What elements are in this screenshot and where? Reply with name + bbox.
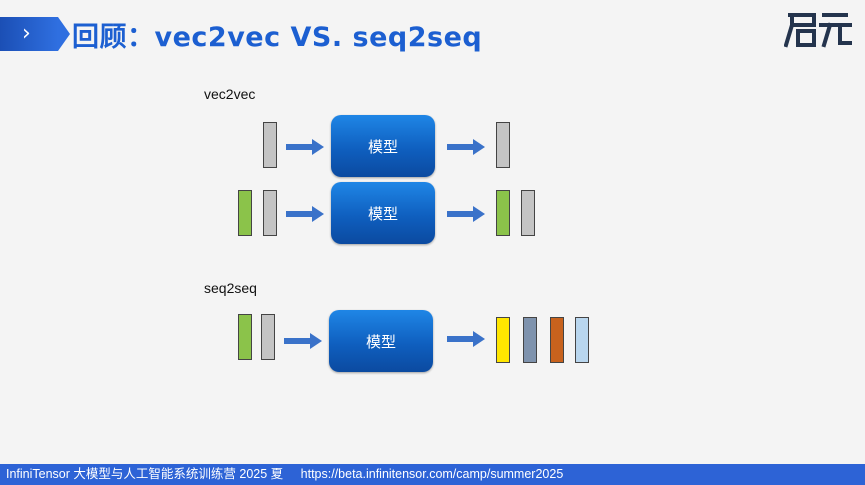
output-vector-gray — [496, 122, 510, 168]
brand-logo — [784, 13, 852, 48]
output-vector-orange — [550, 317, 564, 363]
input-vector-gray — [263, 122, 277, 168]
arrow-right-icon — [447, 206, 485, 222]
output-vector-gray — [521, 190, 535, 236]
output-vector-lightblue — [575, 317, 589, 363]
section-label-seq2seq: seq2seq — [204, 280, 257, 296]
model-box: 模型 — [329, 310, 433, 372]
input-vector-green — [238, 190, 252, 236]
chevron-right-icon: › — [22, 21, 31, 46]
page-title: 回顾：vec2vec VS. seq2seq — [72, 22, 483, 53]
header-accent-bar — [0, 17, 58, 51]
footer-course: InfiniTensor 大模型与人工智能系统训练营 2025 夏 — [6, 467, 284, 481]
section-label-vec2vec: vec2vec — [204, 86, 256, 102]
arrow-right-icon — [284, 333, 322, 349]
arrow-right-icon — [447, 139, 485, 155]
output-vector-slate — [523, 317, 537, 363]
output-vector-green — [496, 190, 510, 236]
header-accent-tip — [58, 17, 70, 51]
input-vector-gray — [261, 314, 275, 360]
footer-bar: InfiniTensor 大模型与人工智能系统训练营 2025 夏 https:… — [0, 464, 865, 485]
input-vector-green — [238, 314, 252, 360]
footer-url[interactable]: https://beta.infinitensor.com/camp/summe… — [300, 467, 564, 481]
arrow-right-icon — [447, 331, 485, 347]
arrow-right-icon — [286, 206, 324, 222]
input-vector-gray — [263, 190, 277, 236]
arrow-right-icon — [286, 139, 324, 155]
model-box: 模型 — [331, 182, 435, 244]
model-box: 模型 — [331, 115, 435, 177]
output-vector-yellow — [496, 317, 510, 363]
